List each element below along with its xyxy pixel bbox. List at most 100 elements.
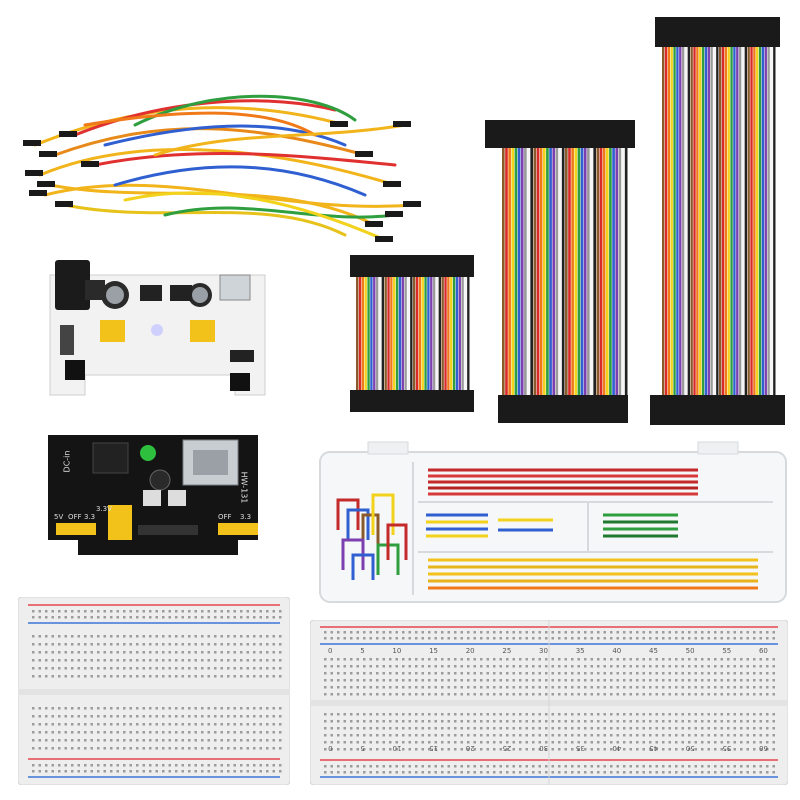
- ribbon-wire: [727, 45, 730, 400]
- ribbon-wire: [681, 45, 685, 400]
- label-5v: 5V: [54, 513, 64, 521]
- label-3v3: 3.3: [84, 513, 96, 521]
- tick-bottom-3: 45: [649, 744, 659, 752]
- ribbon-wire: [450, 275, 453, 395]
- tick-top-0: 0: [328, 647, 333, 655]
- ribbon-wire: [605, 145, 609, 400]
- ribbon-wire: [398, 275, 402, 395]
- short-dupont-ribbon: [350, 255, 474, 412]
- medium-dupont-ribbon: [485, 120, 635, 423]
- ribbon-wire: [750, 45, 753, 400]
- ribbon-wire: [667, 45, 671, 400]
- ribbon-wire: [536, 145, 540, 400]
- ribbon-wire: [558, 145, 562, 400]
- ribbon-wire: [716, 45, 719, 400]
- label-dc-in: DC-in: [62, 450, 72, 473]
- ribbon-wire: [758, 45, 762, 400]
- ribbon-wire: [596, 145, 600, 400]
- tick-bottom-5: 35: [575, 744, 585, 752]
- ribbon-wire: [378, 275, 382, 395]
- ribbon-wire: [410, 275, 413, 395]
- ribbon-wire: [621, 145, 625, 400]
- ribbon-wire: [561, 145, 565, 400]
- tick-bottom-7: 25: [502, 744, 512, 752]
- ribbon-wire: [424, 275, 427, 395]
- label-off-right: OFF: [218, 513, 232, 521]
- ribbon-wire: [533, 145, 537, 400]
- ribbon-wire: [736, 45, 739, 400]
- ribbon-wire: [568, 145, 571, 400]
- ribbon-wire: [593, 145, 596, 400]
- ribbon-wire: [577, 145, 581, 400]
- ribbon-wire: [690, 45, 693, 400]
- ribbon-wire: [721, 45, 725, 400]
- ribbon-wire: [511, 145, 515, 400]
- power-supply-module-black: DC-in 5V OFF 3.3 3.3V HW-131 OFF 3.3: [48, 435, 263, 555]
- ribbon-wire: [444, 275, 447, 395]
- ribbon-wire: [580, 145, 584, 400]
- tick-bottom-8: 20: [465, 744, 475, 752]
- ribbon-wire: [381, 275, 384, 395]
- ribbon-wire: [571, 145, 574, 400]
- ribbon-wire: [373, 275, 376, 395]
- ribbon-wire: [574, 145, 578, 400]
- ribbon-wire: [693, 45, 696, 400]
- ribbon-wire: [662, 45, 665, 400]
- ribbon-wire: [447, 275, 450, 395]
- ribbon-wire: [455, 275, 459, 395]
- ribbon-wire: [565, 145, 568, 400]
- ribbon-wire: [707, 45, 710, 400]
- ribbon-wire: [767, 45, 770, 400]
- loose-jumper-wires: [23, 94, 421, 242]
- tick-top-10: 50: [685, 647, 695, 655]
- ribbon-wire: [670, 45, 673, 400]
- ribbon-wire: [356, 275, 359, 395]
- ribbon-wire: [467, 275, 470, 395]
- ribbon-wire: [432, 275, 436, 395]
- label-off: OFF: [68, 513, 82, 521]
- ribbon-wire: [415, 275, 419, 395]
- pcb-graphic: [48, 435, 258, 555]
- ribbon-wire: [679, 45, 682, 400]
- ribbon-wire: [587, 145, 590, 400]
- ribbon-wire: [753, 45, 756, 400]
- label-3v3-right: 3.3: [240, 513, 252, 521]
- ribbon-wire: [602, 145, 606, 400]
- tick-top-4: 20: [465, 647, 475, 655]
- tick-bottom-9: 15: [429, 744, 439, 752]
- ribbon-wire: [770, 45, 773, 400]
- ribbon-wire: [407, 275, 410, 395]
- ribbon-wire: [441, 275, 444, 395]
- ribbon-wire: [452, 275, 456, 395]
- breadboard-left: [18, 597, 290, 785]
- ribbon-wire: [395, 275, 399, 395]
- ribbon-wire: [687, 45, 690, 400]
- ribbon-wire: [701, 45, 705, 400]
- ribbon-wire: [367, 275, 370, 395]
- ribbon-wire: [609, 145, 612, 400]
- ribbon-wire: [713, 45, 716, 400]
- tick-top-1: 5: [360, 647, 365, 655]
- ribbon-wire: [461, 275, 464, 395]
- tick-bottom-4: 40: [612, 744, 622, 752]
- ribbon-wire: [664, 45, 668, 400]
- ribbon-wire: [733, 45, 736, 400]
- ribbon-wire: [684, 45, 688, 400]
- ribbon-wire: [673, 45, 676, 400]
- ribbon-wire: [430, 275, 433, 395]
- ribbon-wire: [401, 275, 404, 395]
- label-3v3-vertical: 3.3V: [96, 505, 112, 513]
- ribbon-wire: [542, 145, 546, 400]
- ribbon-wire: [508, 145, 511, 400]
- ribbon-wire: [555, 145, 559, 400]
- ribbon-wire: [744, 45, 747, 400]
- ribbon-wire: [719, 45, 722, 400]
- tick-bottom-11: 5: [360, 744, 365, 752]
- ribbon-wire: [724, 45, 728, 400]
- ribbon-wire: [505, 145, 508, 400]
- ribbon-wire: [524, 145, 527, 400]
- ribbon-wire: [710, 45, 713, 400]
